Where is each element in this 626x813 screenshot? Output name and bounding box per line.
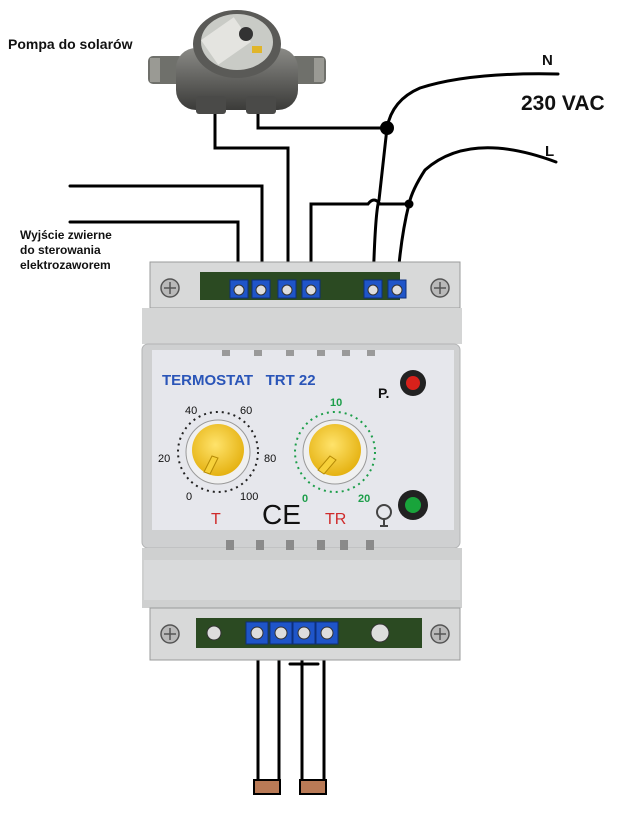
knob-tr[interactable] [294, 411, 376, 493]
knob-tr-label: TR [325, 511, 346, 528]
neutral-label: N [542, 52, 553, 69]
output-line-2: do sterowania [20, 243, 101, 257]
knob-tr-scale: 0 10 20 [302, 397, 370, 505]
knob-t-scale: 0 20 40 60 80 100 [158, 405, 276, 503]
vent-slots-top [222, 350, 375, 356]
wire-l [407, 146, 558, 206]
output-line-1: Wyjście zwierne [20, 228, 112, 242]
wire-pump-2 [256, 110, 389, 130]
ce-mark-icon: CE [262, 499, 301, 530]
wires [68, 72, 560, 788]
wire-output-1 [68, 184, 264, 290]
device-title: TERMOSTAT TRT 22 [162, 372, 316, 389]
vent-slots-bottom [226, 540, 374, 550]
line-label: L [545, 143, 555, 160]
pump-label: Pompa do solarów [8, 36, 133, 52]
wire-relay-l [309, 198, 411, 290]
pump-icon [148, 10, 326, 114]
scale-tick-label: 0 [186, 491, 192, 503]
scale-tick-label: 100 [240, 491, 258, 503]
scale-tick-label: 80 [264, 453, 276, 465]
scale-tick-label: 20 [358, 493, 370, 505]
junction-n [380, 121, 394, 135]
knob-t[interactable] [177, 411, 259, 493]
bulb-icon [376, 504, 392, 527]
scale-tick-label: 10 [330, 397, 342, 409]
wire-n [385, 72, 560, 130]
knob-t-label: T [211, 511, 221, 528]
scale-tick-label: 20 [158, 453, 170, 465]
wire-pump-1 [213, 110, 290, 288]
scale-tick-label: 0 [302, 493, 308, 505]
voltage-label: 230 VAC [521, 92, 605, 115]
temperature-probe-icon [253, 779, 327, 795]
led-indicator-icon [398, 370, 428, 520]
output-line-3: elektrozaworem [20, 258, 111, 272]
output-description: Wyjście zwierne do sterowania elektrozaw… [20, 228, 112, 273]
junction-l [404, 199, 414, 209]
scale-tick-label: 60 [240, 405, 252, 417]
screw-icon [160, 278, 450, 644]
scale-tick-label: 40 [185, 405, 197, 417]
indicator-p-label: P. [378, 385, 389, 401]
